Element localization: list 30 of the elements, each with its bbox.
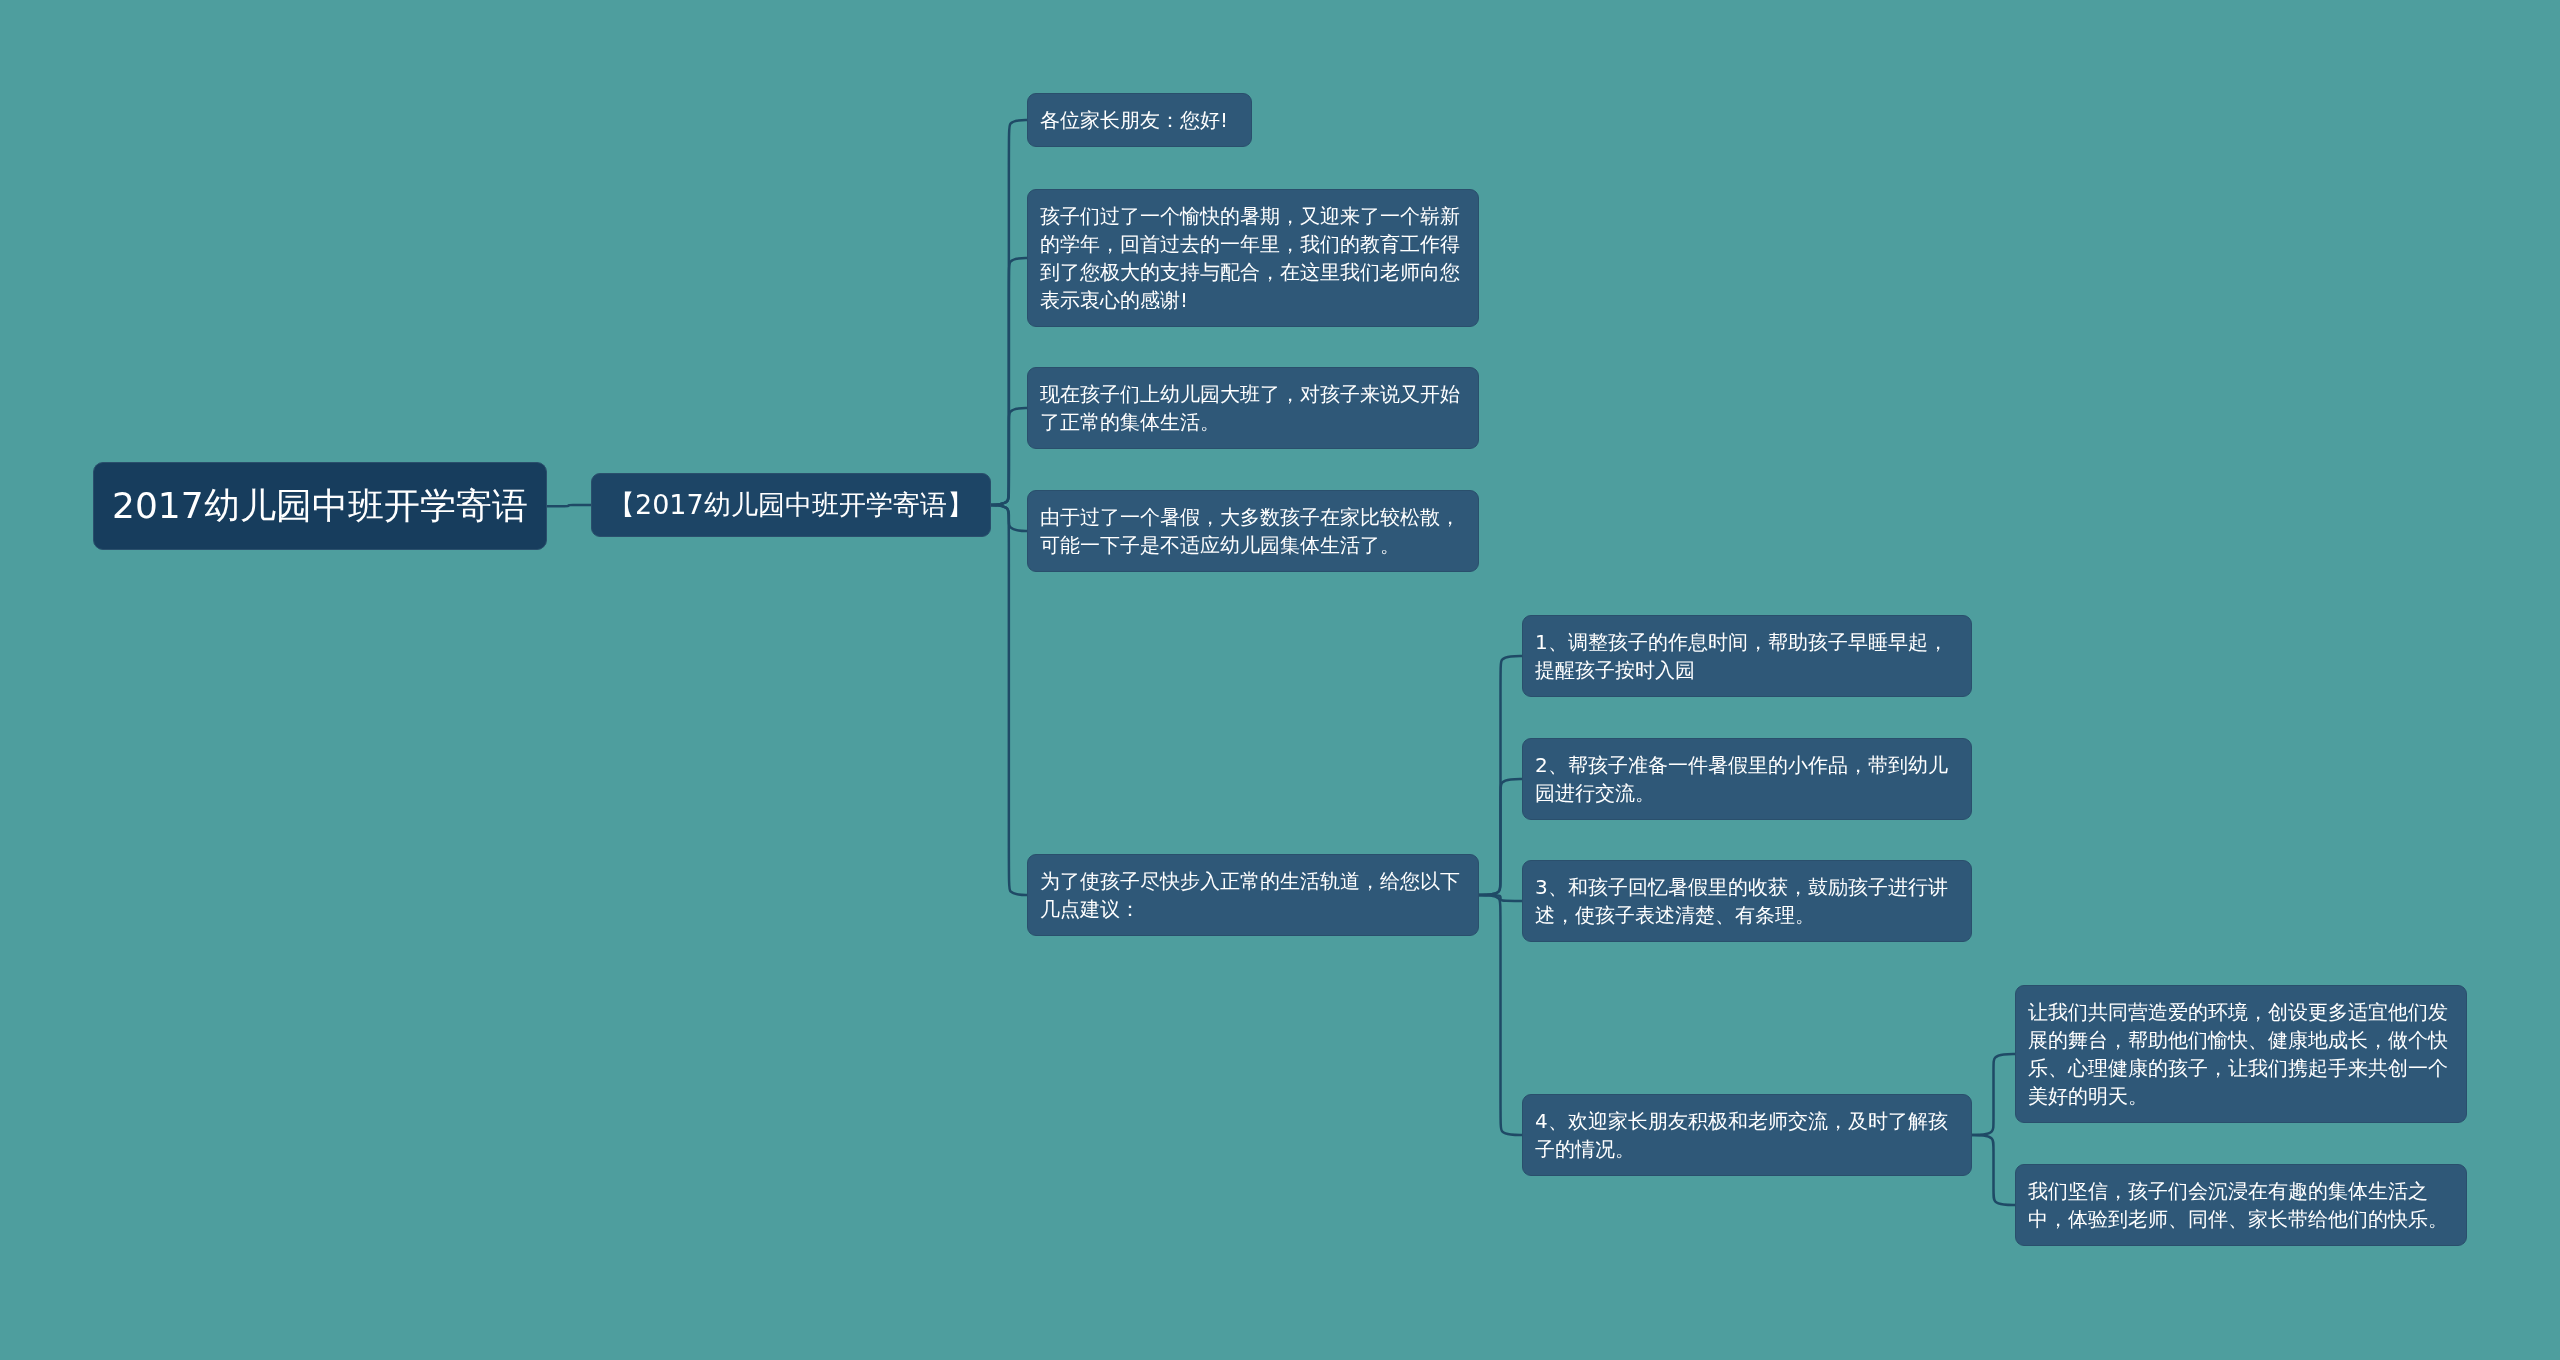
topic-box: [591, 473, 991, 537]
topic-box: [1027, 189, 1479, 327]
topic-box: [1522, 860, 1972, 942]
topic-text: 4、欢迎家长朋友积极和老师交流，及时了解孩子的情况。: [1535, 1108, 1949, 1163]
topic-box: [1027, 854, 1479, 936]
topic-box: [1027, 367, 1479, 449]
topic-text: 现在孩子们上幼儿园大班了，对孩子来说又开始了正常的集体生活。: [1040, 381, 1461, 436]
topic-text: 3、和孩子回忆暑假里的收获，鼓励孩子进行讲述，使孩子表述清楚、有条理。: [1535, 874, 1949, 929]
topic-text: 【2017幼儿园中班开学寄语】: [608, 488, 974, 522]
topic-text: 为了使孩子尽快步入正常的生活轨道，给您以下几点建议：: [1040, 868, 1461, 923]
connector-line: [546, 503, 591, 508]
topic-box: [2015, 985, 2467, 1123]
connector-line: [1479, 893, 1522, 1137]
topic-text: 让我们共同营造爱的环境，创设更多适宜他们发展的舞台，帮助他们愉快、健康地成长，做个快乐、心理健康的孩子，让我们携起手来共创一个美好的明天。: [2028, 999, 2449, 1110]
topic-text: 由于过了一个暑假，大多数孩子在家比较松散，可能一下子是不适应幼儿园集体生活了。: [1040, 504, 1461, 559]
topic-box: [1522, 615, 1972, 697]
topic-box: [1027, 93, 1252, 147]
connector-line: [1972, 1133, 2015, 1207]
topic-text: 孩子们过了一个愉快的暑期，又迎来了一个崭新的学年，回首过去的一年里，我们的教育工作得到了您极大的支持与配合，在这里我们老师向您表示衷心的感谢!: [1040, 203, 1461, 314]
topic-text: 2017幼儿园中班开学寄语: [112, 484, 528, 528]
topic-box: [1027, 490, 1479, 572]
topic-text: 各位家长朋友：您好!: [1040, 107, 1230, 134]
topic-box: [1522, 738, 1972, 820]
connector-line: [990, 503, 1027, 897]
topic-text: 2、帮孩子准备一件暑假里的小作品，带到幼儿园进行交流。: [1535, 752, 1949, 807]
root-topic-box: [93, 462, 547, 551]
topic-box: [1522, 1094, 1972, 1176]
topic-box: [2015, 1164, 2467, 1246]
topic-text: 我们坚信，孩子们会沉浸在有趣的集体生活之中，体验到老师、同伴、家长带给他们的快乐。: [2028, 1178, 2449, 1233]
topic-text: 1、调整孩子的作息时间，帮助孩子早睡早起，提醒孩子按时入园: [1535, 629, 1949, 684]
